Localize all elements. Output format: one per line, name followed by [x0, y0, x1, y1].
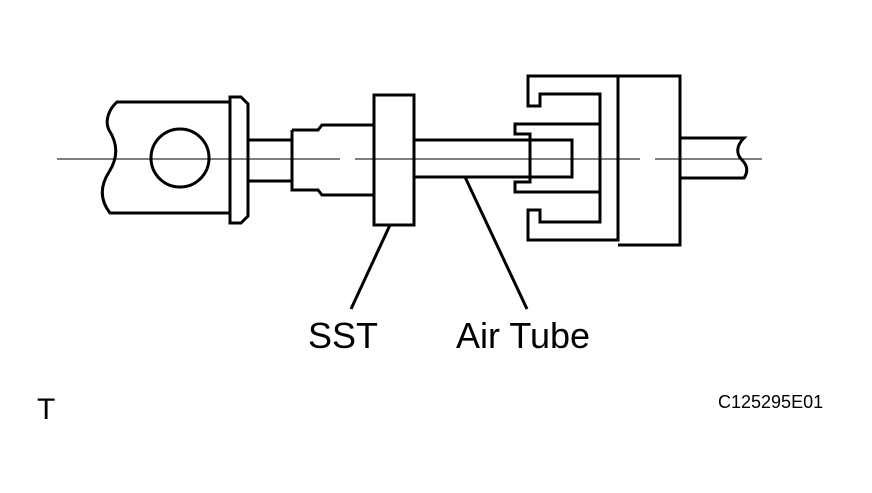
air-tube-label: Air Tube [456, 315, 591, 356]
sst-leader-line [349, 224, 392, 310]
figure-code: C125295E01 [718, 392, 824, 412]
housing-bore-circle [149, 127, 211, 189]
stub-shaft [248, 138, 292, 183]
tube-bracket [513, 74, 620, 242]
housing-flange [228, 95, 250, 225]
tube-extension [680, 136, 749, 180]
threaded-fitting [290, 123, 374, 197]
sst-label: SST [308, 315, 379, 356]
left-housing-block [100, 100, 232, 215]
air-tube-leader-line [463, 176, 529, 310]
sst-tool-body [372, 93, 416, 227]
corner-mark: T [37, 393, 56, 426]
bracket-web [618, 74, 682, 247]
